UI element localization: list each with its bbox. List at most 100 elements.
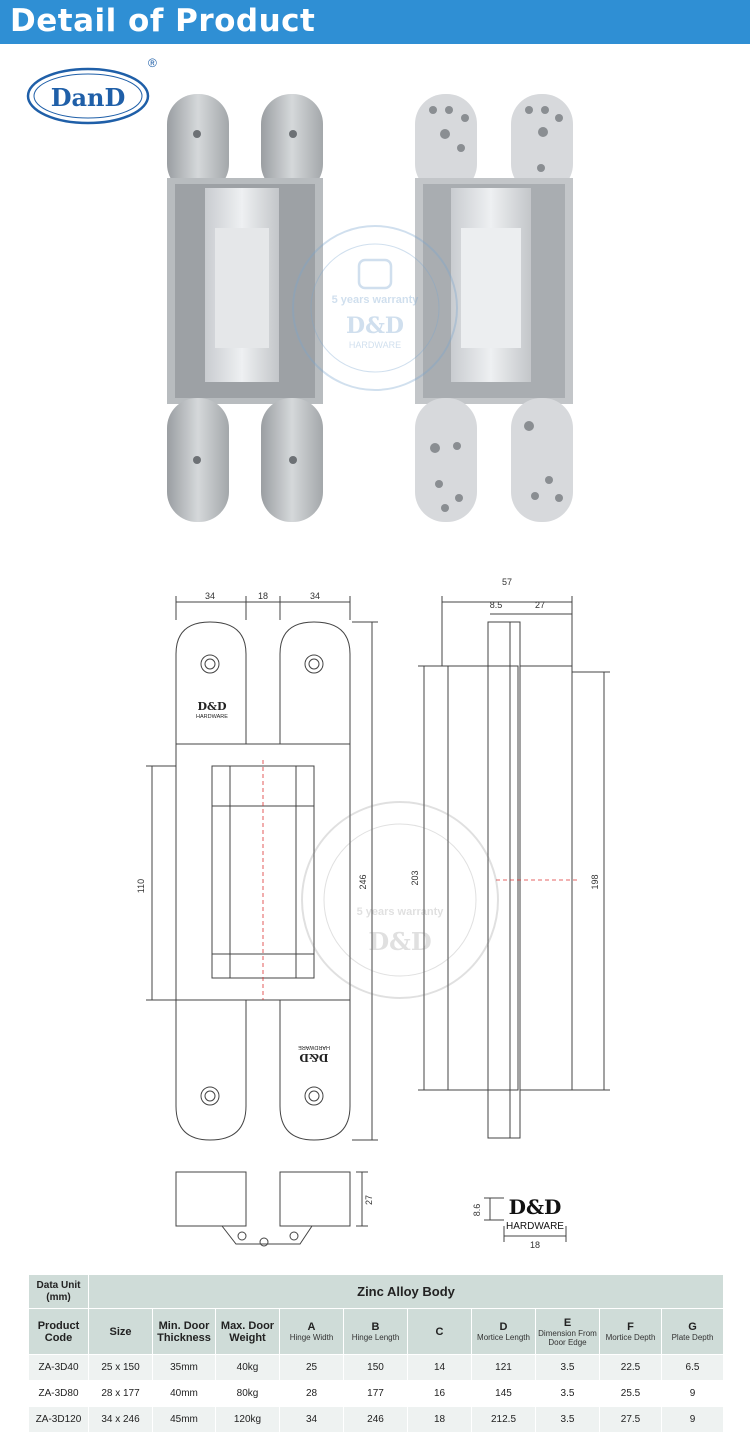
column-header-label: Min. Door Thickness — [157, 1319, 211, 1344]
column-header-sub: Plate Depth — [671, 1333, 714, 1342]
leaf-bottom-left — [175, 999, 247, 1141]
table-cell: 212.5 — [471, 1406, 536, 1433]
watermark-warranty: 5 years warranty — [332, 294, 420, 306]
drawing-brand-sub-top: HARDWARE — [196, 714, 228, 720]
watermark-brand: D&D — [346, 313, 404, 339]
leaf-top-right — [279, 621, 351, 745]
column-header-label: C — [435, 1325, 444, 1338]
table-cell: 6.5 — [661, 1354, 724, 1381]
svg-text:D&D: D&D — [368, 927, 431, 956]
column-header-label: Size — [109, 1325, 132, 1338]
column-header-sub: Dimension From Door Edge — [538, 1328, 597, 1347]
table-cell: 40kg — [215, 1354, 280, 1381]
bottom-view — [175, 1171, 247, 1227]
column-header-label: D — [499, 1321, 508, 1333]
table-cell: 16 — [407, 1380, 472, 1407]
table-cell: 3.5 — [535, 1354, 600, 1381]
dim-height-246: 246 — [358, 874, 368, 889]
table-cell: 28 — [279, 1380, 344, 1407]
column-header: C — [407, 1308, 472, 1355]
leaf-top-left — [175, 621, 247, 745]
dim-logo-8-6: 8.6 — [472, 1204, 482, 1217]
table-cell: ZA-3D40 — [28, 1354, 89, 1381]
table-cell: 145 — [471, 1380, 536, 1407]
table-cell: 34 x 246 — [88, 1406, 153, 1433]
column-header-label: Max. Door Weight — [220, 1319, 275, 1344]
dim-top-right: 34 — [310, 591, 320, 601]
drawing-brand-sub-bottom: HARDWARE — [298, 1044, 330, 1050]
table-cell: 150 — [343, 1354, 408, 1381]
table-cell: ZA-3D120 — [28, 1406, 89, 1433]
column-header: Size — [88, 1308, 153, 1355]
dim-bottom-27: 27 — [364, 1195, 374, 1205]
dim-top-left: 34 — [205, 591, 215, 601]
dim-side-198: 198 — [590, 874, 600, 889]
dim-top-mid: 18 — [258, 591, 268, 601]
table-cell: 40mm — [152, 1380, 216, 1407]
dim-side-203: 203 — [410, 870, 420, 885]
registered-mark: ® — [148, 56, 157, 70]
drawing-brand-bottom: D&D — [299, 1051, 328, 1064]
watermark-sub: HARDWARE — [349, 340, 401, 350]
column-header-sub: Mortice Length — [477, 1333, 530, 1342]
column-header-sub: Hinge Width — [289, 1333, 334, 1342]
data-unit-label: Data Unit (mm) — [28, 1274, 89, 1309]
column-header-label: A — [307, 1321, 316, 1333]
table-cell: 27.5 — [599, 1406, 662, 1433]
table-cell: 121 — [471, 1354, 536, 1381]
header-banner: Detail of Product — [0, 0, 750, 44]
column-header: Min. Door Thickness — [152, 1308, 216, 1355]
page-title: Detail of Product — [10, 3, 316, 39]
table-cell: 3.5 — [535, 1406, 600, 1433]
dim-side-57: 57 — [502, 577, 512, 587]
leaf-bottom-right — [279, 999, 351, 1141]
drawing-brand-logo-sub: HARDWARE — [506, 1221, 564, 1232]
dim-side-27: 27 — [535, 600, 545, 610]
drawing-brand-logo: D&D — [509, 1195, 562, 1219]
table-cell: 120kg — [215, 1406, 280, 1433]
hinge-photo-satin — [167, 94, 323, 522]
drawing-brand-top: D&D — [197, 700, 226, 713]
table-cell: 14 — [407, 1354, 472, 1381]
spec-table: Data Unit (mm) Zinc Alloy Body Product C… — [28, 1274, 724, 1433]
column-header-label: G — [688, 1321, 697, 1333]
product-photo: 5 years warranty D&D HARDWARE — [167, 94, 573, 522]
table-cell: 246 — [343, 1406, 408, 1433]
technical-drawing: 34 18 34 110 246 57 8.5 27 203 198 27 8.… — [136, 577, 610, 1250]
svg-text:5 years warranty: 5 years warranty — [357, 906, 445, 918]
drawing-watermark: 5 years warranty D&D — [301, 801, 499, 999]
table-cell: 25 x 150 — [88, 1354, 153, 1381]
table-cell: 22.5 — [599, 1354, 662, 1381]
column-header-label: F — [627, 1321, 634, 1333]
table-cell: 35mm — [152, 1354, 216, 1381]
brand-logo — [26, 67, 150, 125]
column-header: Max. Door Weight — [215, 1308, 280, 1355]
table-cell: ZA-3D80 — [28, 1380, 89, 1407]
table-cell: 9 — [661, 1380, 724, 1407]
column-header-sub: Hinge Length — [351, 1333, 400, 1342]
table-cell: 25 — [279, 1354, 344, 1381]
body-title: Zinc Alloy Body — [88, 1274, 724, 1309]
table-cell: 28 x 177 — [88, 1380, 153, 1407]
table-cell: 80kg — [215, 1380, 280, 1407]
watermark: 5 years warranty D&D HARDWARE — [292, 225, 458, 391]
table-cell: 45mm — [152, 1406, 216, 1433]
table-cell: 9 — [661, 1406, 724, 1433]
table-cell: 177 — [343, 1380, 408, 1407]
dim-logo-18: 18 — [530, 1240, 540, 1250]
dim-side-8-5: 8.5 — [490, 600, 503, 610]
column-header-label: Product Code — [37, 1319, 80, 1344]
table-cell: 34 — [279, 1406, 344, 1433]
table-cell: 25.5 — [599, 1380, 662, 1407]
table-cell: 18 — [407, 1406, 472, 1433]
